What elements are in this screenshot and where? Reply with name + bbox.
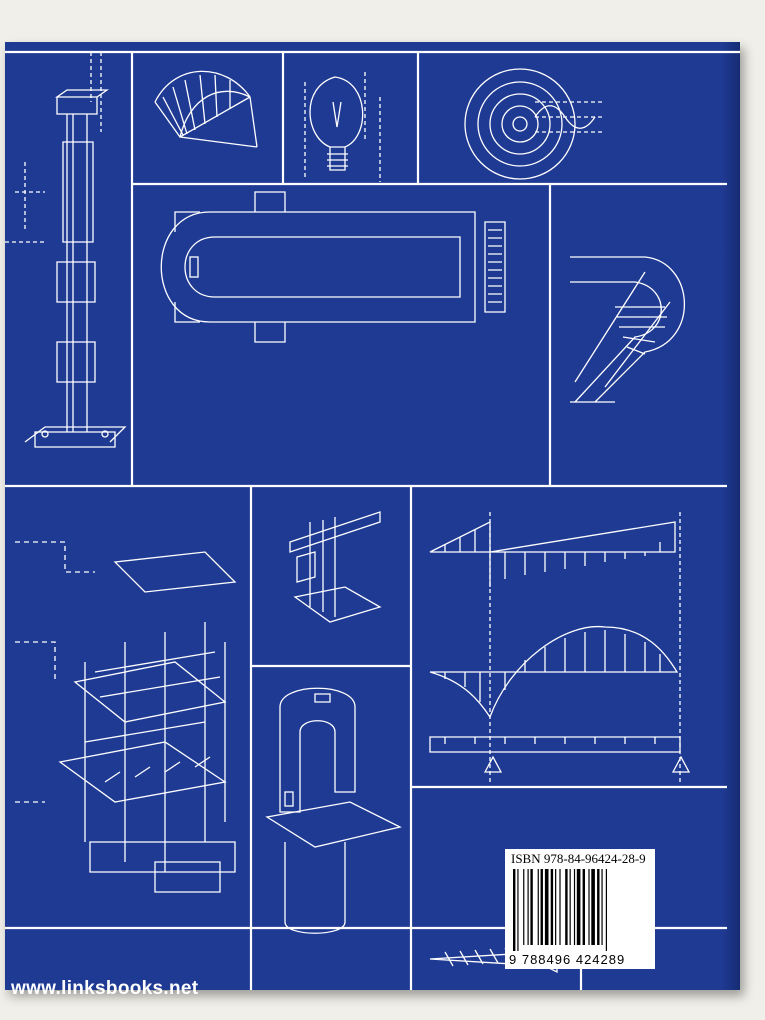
beam-joint-icon — [289, 511, 382, 623]
isbn-barcode: ISBN 978-84-96424-28-9 9 788496 424289 — [505, 849, 655, 969]
barcode-bar — [523, 869, 525, 945]
cover-edge-shade — [722, 42, 740, 990]
barcode-bar — [588, 869, 590, 945]
timber-frame-icon — [15, 541, 237, 893]
church-floor-plan-icon — [160, 191, 506, 343]
steel-column-icon — [5, 52, 127, 448]
barcode-bar — [569, 869, 571, 945]
light-bulb-icon — [304, 72, 381, 182]
barcode-bar — [597, 869, 600, 945]
wave-rings-icon — [464, 68, 605, 180]
barcode-bar — [591, 869, 595, 945]
barcode-bar — [559, 869, 561, 945]
barcode-bar — [517, 869, 519, 951]
barcode-bar — [513, 869, 516, 951]
shell-roof-icon — [154, 70, 258, 148]
barcode-bar — [582, 869, 585, 945]
barcode-digits: 9 788496 424289 — [509, 952, 626, 967]
barcode-bar — [537, 869, 539, 945]
barcode-bar — [555, 869, 557, 945]
spiral-staircase-icon — [570, 256, 686, 403]
force-diagram-icon — [429, 512, 691, 782]
barcode-bar — [576, 869, 581, 945]
barcode-bar — [565, 869, 568, 945]
barcode-bars — [513, 869, 607, 951]
band-saw-icon — [265, 687, 402, 934]
book-back-cover: www.linksbooks.net ISBN 978-84-96424-28-… — [5, 42, 740, 999]
barcode-bar — [550, 869, 554, 945]
blueprint-artwork — [5, 50, 740, 990]
barcode-bar — [540, 869, 543, 945]
barcode-bar — [601, 869, 603, 945]
barcode-bar — [527, 869, 529, 945]
barcode-bar — [530, 869, 533, 945]
publisher-website: www.linksbooks.net — [11, 978, 199, 999]
barcode-bar — [573, 869, 576, 945]
isbn-label: ISBN 978-84-96424-28-9 — [511, 851, 646, 866]
barcode-bar — [605, 869, 607, 951]
barcode-bar — [544, 869, 549, 945]
